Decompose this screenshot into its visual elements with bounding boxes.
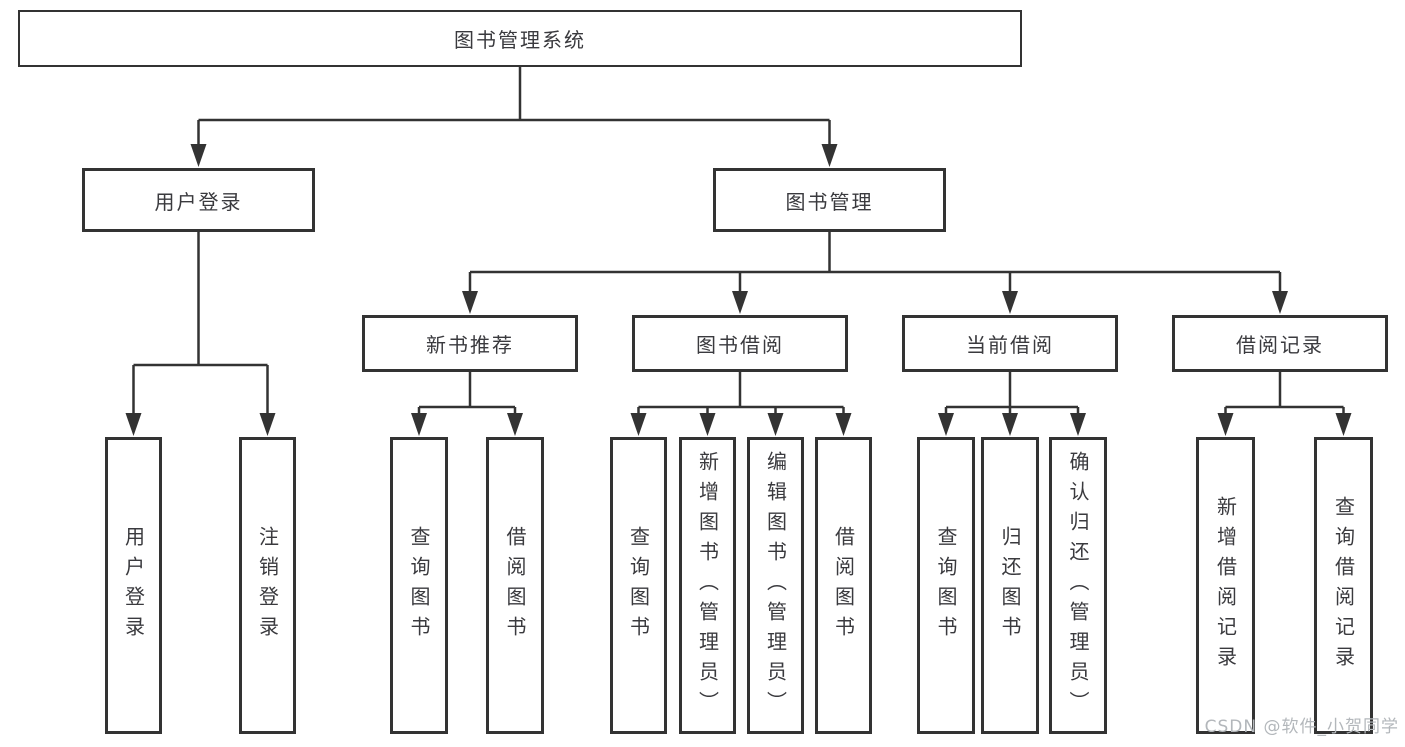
node-borrow-records: 借阅记录 xyxy=(1172,315,1388,372)
node-current-borrow-label: 当前借阅 xyxy=(966,333,1054,357)
node-current-borrow: 当前借阅 xyxy=(902,315,1118,372)
leaf-confirm-return-admin: 确认归还（管理员） xyxy=(1049,437,1107,734)
leaf-user-login: 用户登录 xyxy=(105,437,162,734)
node-book-borrow-label: 图书借阅 xyxy=(696,333,784,357)
node-book-management: 图书管理 xyxy=(713,168,946,232)
node-new-book-recommend-label: 新书推荐 xyxy=(426,333,514,357)
leaf-query-books-3: 查询图书 xyxy=(917,437,975,734)
leaf-borrow-books-1: 借阅图书 xyxy=(486,437,544,734)
node-book-borrow: 图书借阅 xyxy=(632,315,848,372)
node-book-management-label: 图书管理 xyxy=(785,189,874,214)
leaf-borrow-books-2: 借阅图书 xyxy=(815,437,872,734)
node-root-label: 图书管理系统 xyxy=(454,28,586,52)
leaf-add-books-admin: 新增图书（管理员） xyxy=(679,437,736,734)
leaf-query-borrow-record: 查询借阅记录 xyxy=(1314,437,1373,734)
node-new-book-recommend: 新书推荐 xyxy=(362,315,578,372)
leaf-add-borrow-record: 新增借阅记录 xyxy=(1196,437,1255,734)
leaf-query-books-1: 查询图书 xyxy=(390,437,448,734)
leaf-return-books: 归还图书 xyxy=(981,437,1039,734)
node-root: 图书管理系统 xyxy=(18,10,1022,67)
watermark: CSDN @软件_小贺同学 xyxy=(1204,717,1399,737)
leaf-query-books-2: 查询图书 xyxy=(610,437,667,734)
leaf-logout: 注销登录 xyxy=(239,437,296,734)
node-borrow-records-label: 借阅记录 xyxy=(1236,333,1324,357)
node-user-login-label: 用户登录 xyxy=(154,189,243,214)
node-user-login: 用户登录 xyxy=(82,168,315,232)
leaf-edit-books-admin: 编辑图书（管理员） xyxy=(747,437,804,734)
